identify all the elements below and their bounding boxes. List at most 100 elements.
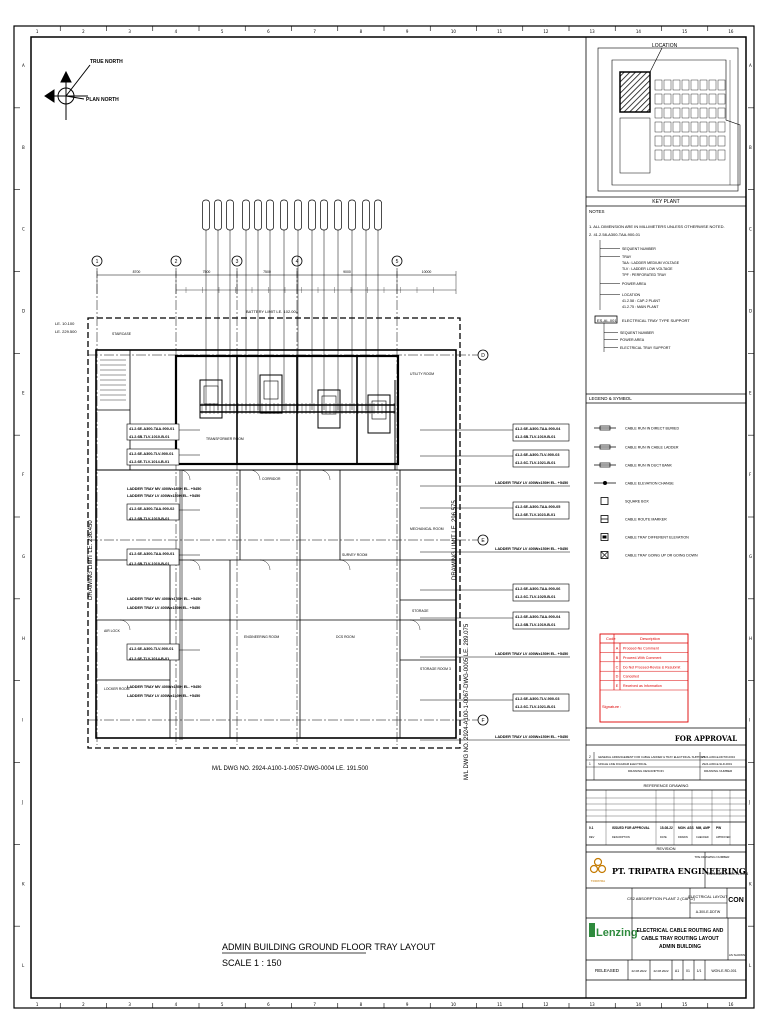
revision-header: REV [589,835,595,839]
grid-bubble-label: F [481,718,484,724]
legend-item-label: CABLE RUN IN DUCT BANK [625,464,672,468]
dimension-value: 9000 [343,270,351,274]
ladder-note: LADDER TRAY LV 400Wx150H EL. +5450 [127,494,200,498]
code-letter: B [616,656,619,660]
approval-stamp: FOR APPROVAL [675,734,737,743]
location-label: LOCATION [652,43,678,49]
border-col-label: 6 [267,1002,270,1007]
code-description: Cancelled [623,675,639,679]
svg-text:ES-AL-001: ES-AL-001 [597,318,617,323]
room-label: CORRIDOR [262,477,281,481]
cable-tag: 41.2.6E-A300-TLV-900-01 [129,452,173,456]
border-col-label: 5 [221,29,224,34]
cable-tag-vertical [294,199,302,231]
cable-tags-right: 41.2.6E-A300-TAA-900-0441.2.6B-TLV-1019-… [420,423,570,741]
floor-plan [87,268,482,749]
category-label: ELECTRICAL LAYOUT [688,895,728,899]
room-label: STORAGE [412,609,429,613]
cable-tag: 41.2.6C-TLV-1025-B-01 [515,595,555,599]
battery-limit: BATTERY LIMIT LE. 102.000 [246,309,299,314]
border-row-label: I [22,718,23,723]
cable-tag-vertical [202,199,210,231]
revision-cell: 0.1 [589,826,594,830]
legend-symbol [594,425,616,431]
notes-legend-item: 41.2.75 : MAIN PLANT [622,305,659,309]
cable-tag: 41.2.6B-TLV-1019-B-01 [515,623,555,627]
company-name: PT. TRIPATRA ENGINEERING [612,866,746,876]
grid-bubble-label: 3 [236,259,239,265]
right-match-line: M/L DWG NO. 2924-A100-1-0067-DWG-0005 LE… [464,623,470,780]
notes-legend-item: ELECTRICAL TRAY SUPPORT [620,346,671,350]
cable-tag: 41.2.6C-TLV-1021-B-01 [515,705,555,709]
revision-cell: ISSUED FOR APPROVAL [612,826,650,830]
legend-symbol [594,462,616,468]
border-row-label: H [749,636,752,641]
cable-tag-vertical [348,199,356,231]
description-header: Description [640,636,660,641]
border-row-label: D [22,308,25,313]
border-row-label: K [22,881,25,886]
transformer [259,374,283,414]
border-col-label: 5 [221,1002,224,1007]
code-description: Proceed-No Comment [623,647,659,651]
cable-tag: 41.2.6E-A300-TAA-900-06 [515,587,560,591]
ref-col-desc: DRAWING DESCRIPTION [628,769,664,773]
cable-tags-left: 41.2.6E-A300-TAA-900-0141.2.6B-TLV-1010-… [126,423,201,698]
notes-legend-item: TLV : LADDER LOW VOLTAGE [622,267,673,271]
cable-tag-vertical [266,199,274,231]
drawing-title-3: ADMIN BUILDING [659,944,701,950]
revision-title: REVISION [656,846,675,851]
code-letter: A [616,647,619,651]
ladder-note: LADDER TRAY LV 400Wx150H EL. +5450 [495,481,568,485]
ref-description: GENERAL ARRANGEMENT FOR CABLE LADDER & T… [598,755,705,759]
room-label: TRANSFORMER ROOM [206,437,244,441]
legend-symbol [600,551,609,559]
cable-tag: 41.2.6B-TLV-1010-B-01 [129,562,169,566]
border-col-label: 16 [728,29,734,34]
tripatra-logo: TRIPATRA [589,857,607,883]
cable-tag: 41.2.6E-A300-TLV-900-01 [129,647,173,651]
drawing-no-label: TPE DRAWING NUMBER [695,855,731,859]
left-limit-1: LE. 10.100 [55,321,75,326]
cable-tag: 41.2.6E-TLV-1023-B-01 [515,513,555,517]
border-col-label: 3 [128,1002,131,1007]
border-col-label: 9 [406,1002,409,1007]
ref-description: SINGLE LINE DIAGRAM ELECTRICAL [598,762,648,766]
room-label: MECHANICAL ROOM [410,527,444,531]
room-label: AIR LOCK [104,629,121,633]
legend-item-label: CABLE RUN IN DIRECT BURIED [625,427,679,431]
border-col-label: 9 [406,29,409,34]
border-row-label: J [21,799,23,804]
revision-cell: PW [716,826,721,830]
title-block-frame [585,37,746,998]
sheet-size: A1 [675,969,679,973]
scale-label: AS SHOWN [729,953,745,957]
border-col-label: 11 [497,29,503,34]
cable-tag-vertical [242,199,250,231]
code-letter: E [616,684,619,688]
right-drawing-limit: DRAWING LIMIT LE. 296.575 [452,500,458,580]
cable-tag-vertical [308,199,316,231]
border-col-label: 6 [267,29,270,34]
dimension-value: 10000 [422,270,432,274]
border-col-label: 14 [636,1002,642,1007]
con-label: CON [728,897,744,904]
transformer-block [174,354,400,466]
revision-header: DRAWN [678,835,688,839]
left-drawing-limit: DRAWING LIMIT LE. 236.450 [88,520,94,600]
main-title: ADMIN BUILDING GROUND FLOOR TRAY LAYOUT [222,942,436,952]
revision-cell: 15-08-22 [660,826,673,830]
notes-legend-item: TRAY [622,255,632,259]
dimension-value: 7500 [263,270,271,274]
border-row-label: J [748,799,750,804]
border-col-label: 7 [313,1002,316,1007]
ref-col-num: DRAWING NUMBER [704,769,733,773]
border-row-label: D [749,308,752,313]
drawing-ref: A-300-E-DDTW [696,910,721,914]
grid-bubble-label: D [481,353,485,359]
grid-bubble-label: 2 [175,259,178,265]
room-labels: TRANSFORMER ROOM CORRIDOR MECHANICAL ROOM S… [104,332,451,691]
